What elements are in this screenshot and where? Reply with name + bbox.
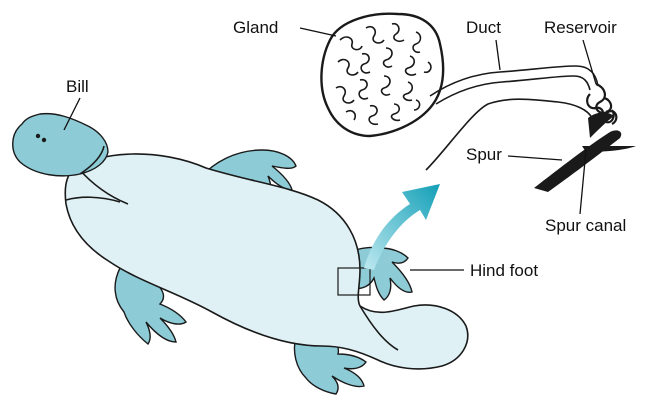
reservoir-leader (583, 40, 596, 84)
bill-nostril-2 (42, 138, 46, 142)
platypus-bill (13, 114, 108, 176)
bill-nostril (36, 134, 40, 138)
venom-apparatus (321, 14, 636, 192)
label-duct: Duct (466, 18, 501, 37)
label-hind-foot: Hind foot (470, 261, 538, 280)
spur-dark (534, 130, 621, 192)
spur-outline (426, 99, 592, 170)
gland-leader (300, 28, 336, 36)
platypus-body (65, 154, 467, 369)
label-gland: Gland (233, 18, 278, 37)
duct-leader (496, 40, 500, 70)
spur-blade (582, 146, 636, 152)
spur-leader (508, 156, 562, 160)
venom-gland (321, 14, 443, 136)
label-reservoir: Reservoir (544, 18, 617, 37)
label-bill: Bill (66, 77, 89, 96)
platypus-illustration (13, 114, 468, 394)
label-spur-canal: Spur canal (545, 216, 626, 235)
label-spur: Spur (466, 145, 502, 164)
